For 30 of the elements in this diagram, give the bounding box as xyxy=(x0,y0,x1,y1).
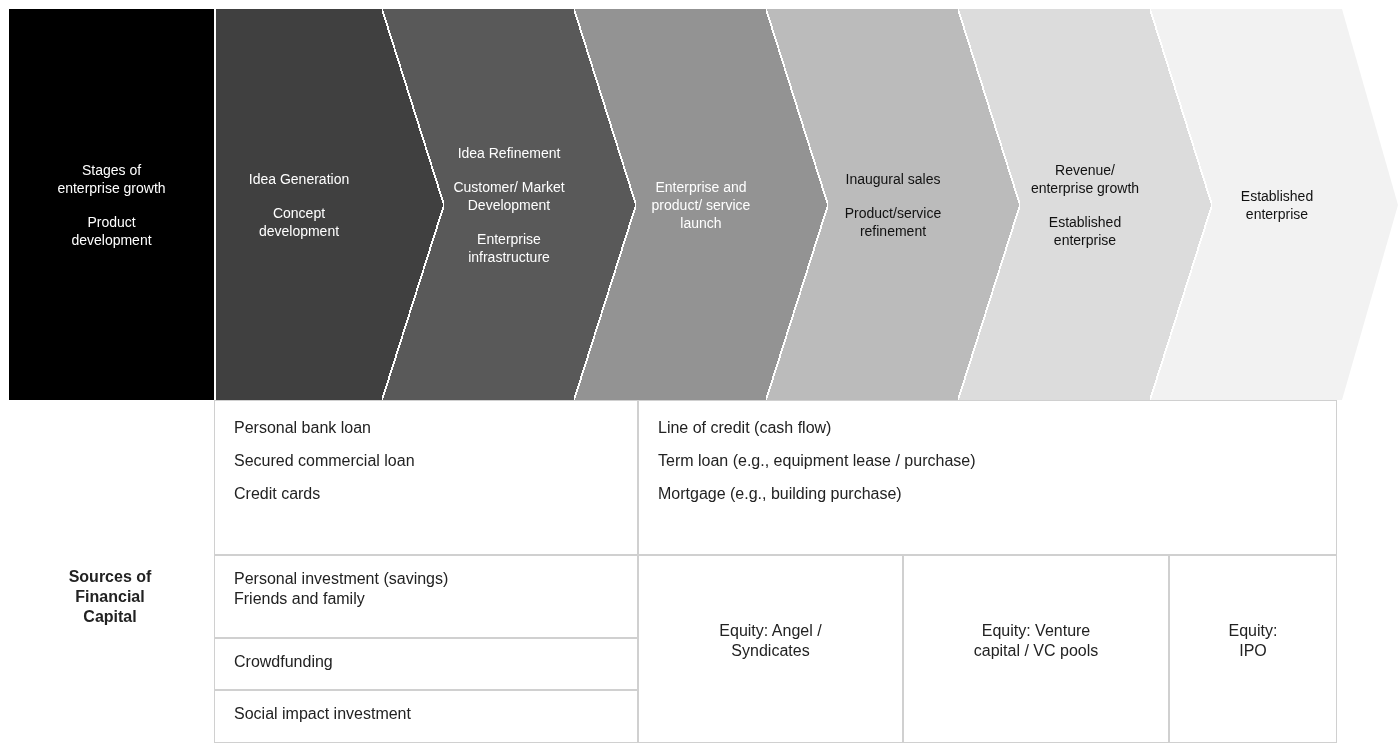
funding-source-text: Line of credit (cash flow) xyxy=(658,418,832,438)
stage-text: Established enterprise xyxy=(1239,186,1315,223)
funding-source-text: Personal bank loan xyxy=(234,418,371,438)
stage-header-box xyxy=(9,9,214,400)
row-heading: Sources of Financial Capital xyxy=(67,567,153,627)
stage-text: Product development xyxy=(70,212,153,249)
stage-text: Customer/ Market Development xyxy=(452,177,566,214)
funding-source-text: Social impact investment xyxy=(234,704,411,724)
stage-text: Revenue/ enterprise growth xyxy=(1029,160,1141,197)
stage-text: Established enterprise xyxy=(1047,212,1123,249)
funding-source-text: Secured commercial loan xyxy=(234,451,415,471)
funding-source-text: Personal investment (savings) xyxy=(234,569,449,589)
stage-text: Enterprise and product/ service launch xyxy=(650,177,752,232)
stage-text: Enterprise infrastructure xyxy=(467,229,551,266)
stage-text: Concept development xyxy=(257,203,341,240)
stage-text: Inaugural sales xyxy=(845,169,941,188)
funding-source-text: Friends and family xyxy=(234,589,365,609)
stage-step xyxy=(1150,9,1398,400)
funding-source-text: Crowdfunding xyxy=(234,652,333,672)
stage-text: Idea Generation xyxy=(248,169,350,188)
funding-source-text: Equity: Venture capital / VC pools xyxy=(972,621,1100,661)
stage-text: Idea Refinement xyxy=(457,143,561,162)
funding-source-text: Equity: Angel / Syndicates xyxy=(718,621,823,661)
funding-source-text: Mortgage (e.g., building purchase) xyxy=(658,484,902,504)
funding-source-text: Credit cards xyxy=(234,484,321,504)
stage-step xyxy=(216,9,382,400)
stage-text: Stages of enterprise growth xyxy=(56,160,167,197)
funding-source-text: Equity: IPO xyxy=(1227,621,1279,661)
funding-source-text: Term loan (e.g., equipment lease / purchase) xyxy=(658,451,976,471)
stage-text: Product/service refinement xyxy=(843,203,943,240)
